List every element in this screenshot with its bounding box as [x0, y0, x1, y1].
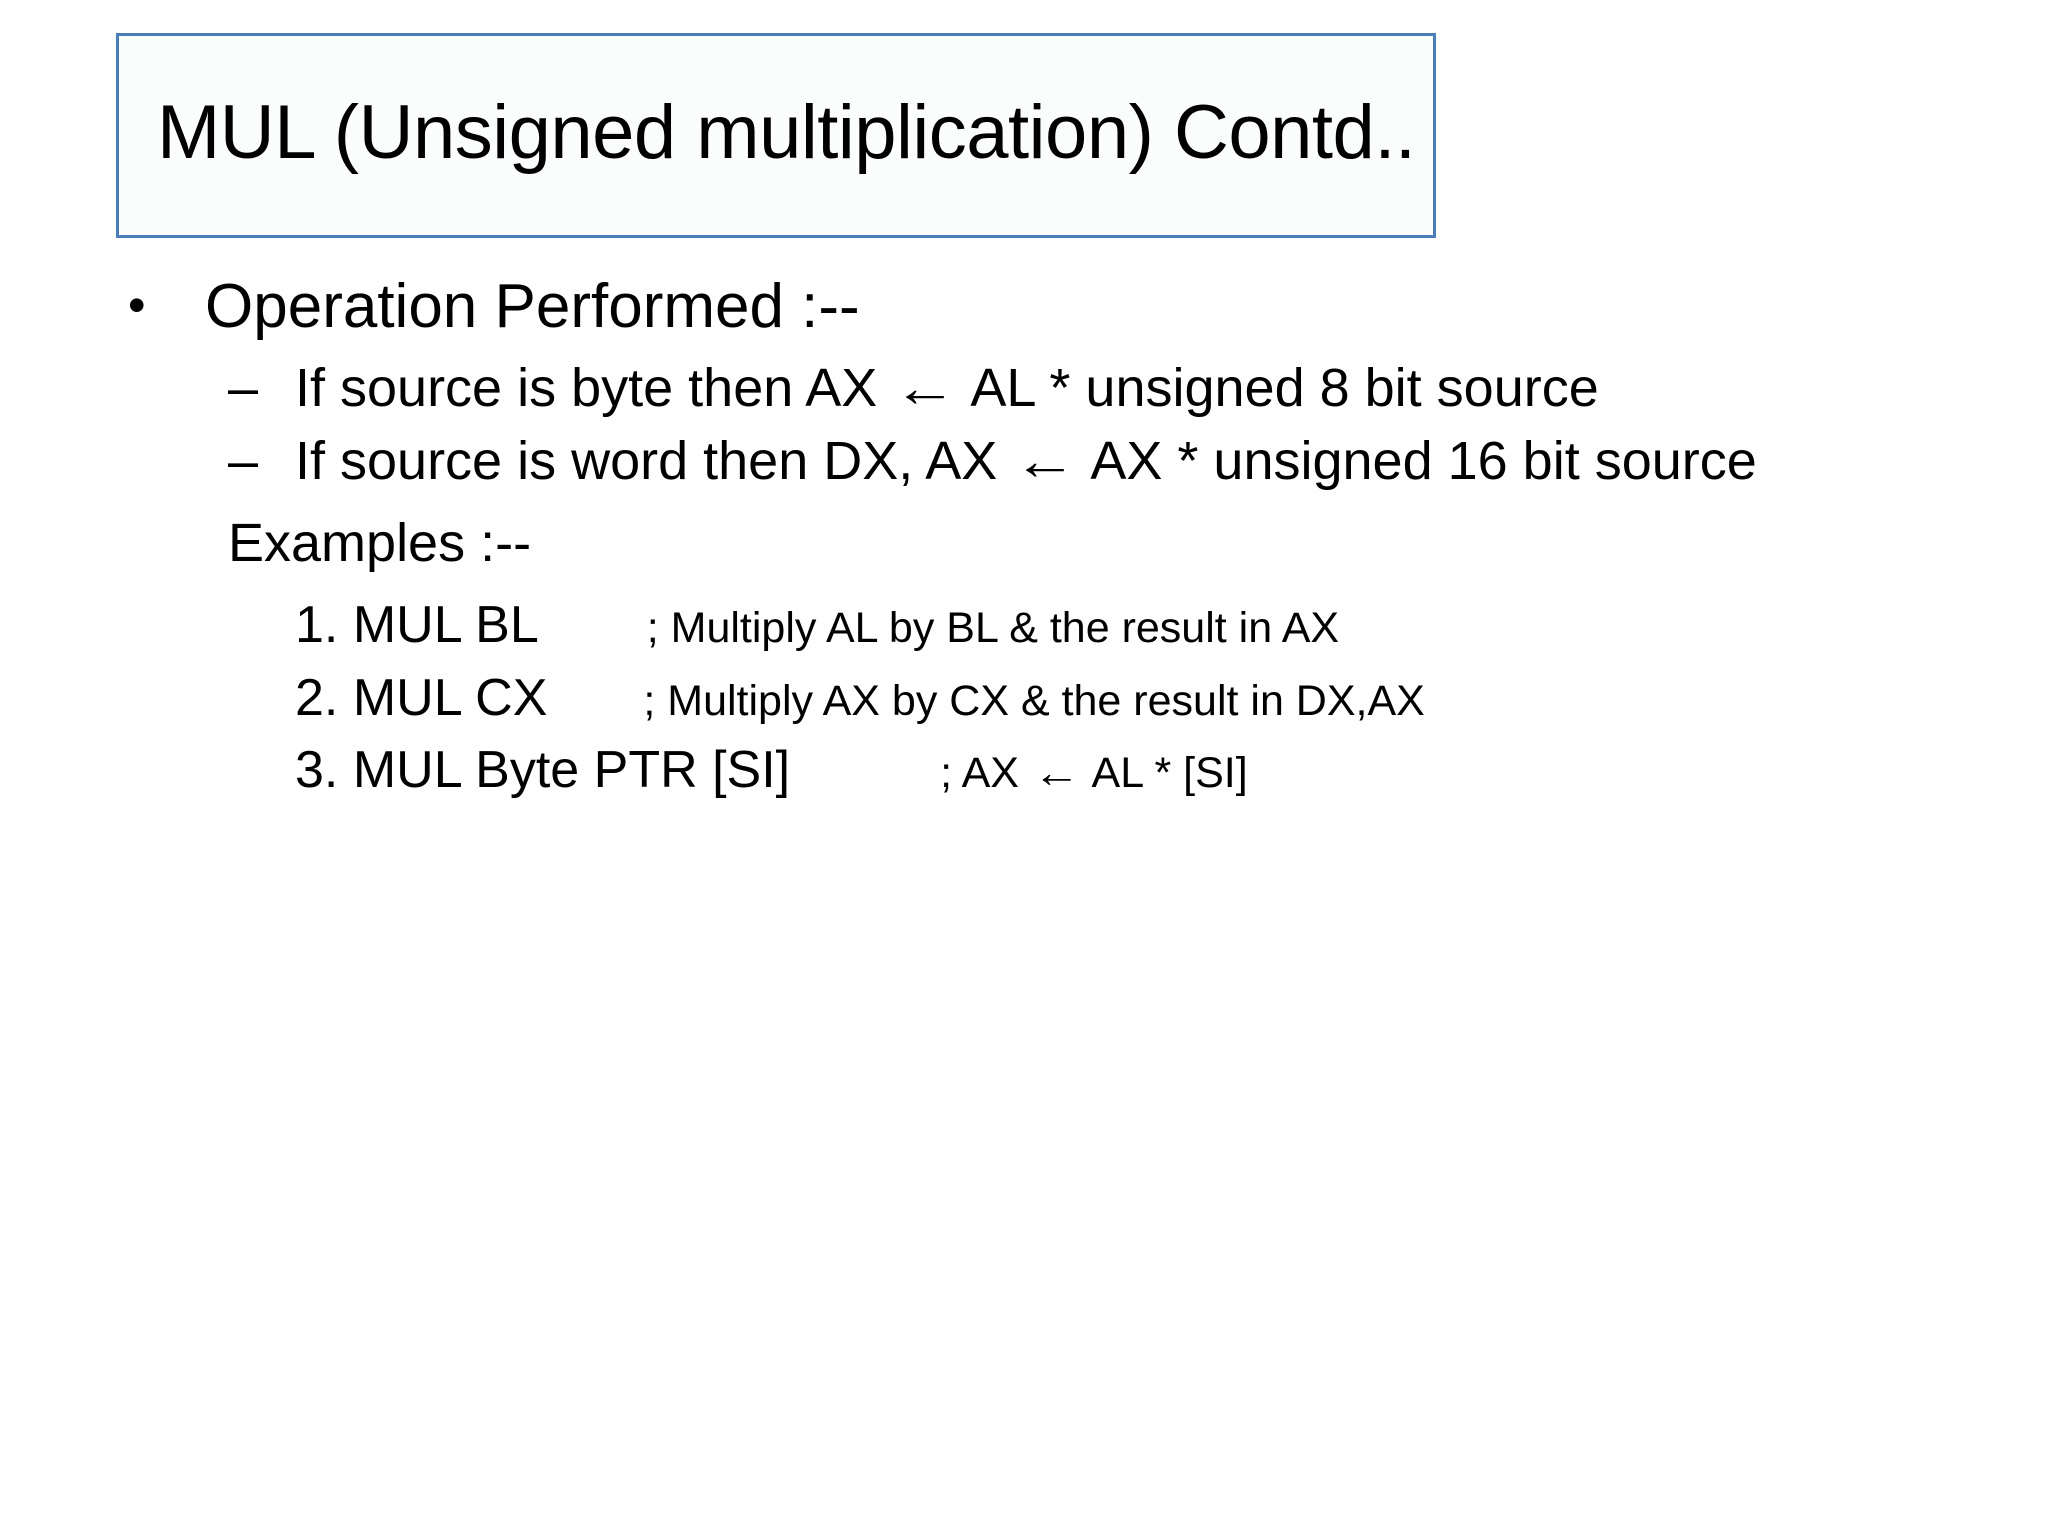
example-1-number: 1.: [295, 596, 339, 655]
example-2-number: 2.: [295, 668, 339, 727]
example-2-code: MUL CX: [352, 668, 548, 727]
example-row-3: 3. MUL Byte PTR [SI] ; AX ← AL * [SI]: [0, 736, 2048, 805]
bullet-operation-performed-label: Operation Performed :--: [205, 272, 860, 341]
dash-marker-icon: –: [228, 357, 259, 418]
example-3-comment-suffix: AL * [SI]: [1081, 749, 1248, 798]
examples-label-text: Examples :--: [228, 512, 532, 573]
example-2-comment: ; Multiply AX by CX & the result in DX,A…: [643, 676, 1425, 725]
sub-bullet-word-source: – If source is word then DX, AX ← AX * u…: [0, 428, 2048, 496]
slide-body: • Operation Performed :-- – If source is…: [0, 272, 2048, 1532]
example-row-2: 2. MUL CX ; Multiply AX by CX & the resul…: [0, 664, 2048, 733]
example-row-1: 1. MUL BL ; Multiply AL by BL & the resul…: [0, 591, 2048, 660]
example-3-number: 3.: [295, 741, 339, 800]
example-3-comment-prefix: ; AX: [940, 749, 1031, 798]
left-arrow-icon: ←: [1013, 431, 1078, 492]
sub-bullet-byte-source: – If source is byte then AX ← AL * unsig…: [0, 355, 2048, 423]
sub-bullet-byte-source-text-1: If source is byte then AX: [295, 357, 893, 418]
example-1-comment: ; Multiply AL by BL & the result in AX: [646, 604, 1340, 653]
examples-label: Examples :--: [0, 510, 2048, 578]
example-1-code: MUL BL: [352, 596, 539, 655]
left-arrow-icon: ←: [893, 357, 958, 418]
bullet-operation-performed: • Operation Performed :--: [0, 272, 2048, 343]
dash-marker-icon: –: [228, 431, 259, 492]
left-arrow-icon: ←: [1032, 749, 1081, 798]
example-3-code: MUL Byte PTR [SI]: [352, 741, 791, 800]
page-title: MUL (Unsigned multiplication) Contd..: [157, 89, 1416, 175]
sub-bullet-word-source-text-1: If source is word then DX, AX: [295, 431, 1013, 492]
sub-bullet-byte-source-text-2: AL * unsigned 8 bit source: [958, 357, 1599, 418]
slide-title-box: MUL (Unsigned multiplication) Contd..: [116, 33, 1436, 238]
bullet-dot-icon: •: [128, 277, 146, 333]
sub-bullet-word-source-text-2: AX * unsigned 16 bit source: [1078, 431, 1757, 492]
